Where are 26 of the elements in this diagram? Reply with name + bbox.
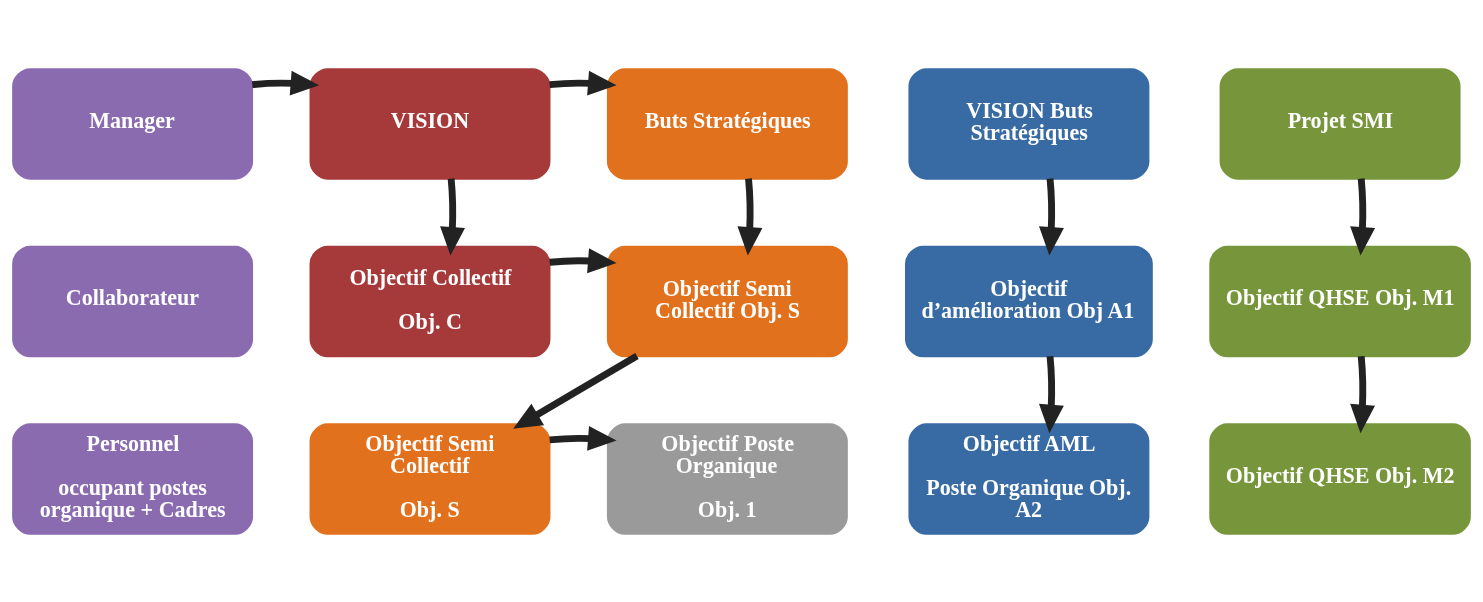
node-box: Objectif Collectif Obj. C (309, 245, 551, 357)
node-box: Buts Stratégiques (606, 67, 848, 180)
node-box: VISION Buts Stratégiques (908, 67, 1150, 180)
node-box: Objectif QHSE Obj. M1 (1209, 245, 1471, 357)
node-box: Objectif Semi Collectif Obj. S (309, 422, 551, 535)
arrow (440, 177, 465, 256)
arrow (1350, 355, 1376, 433)
node-box: Manager (12, 67, 254, 180)
arrow (1039, 355, 1064, 433)
arrow (1350, 177, 1376, 256)
arrow (737, 177, 763, 256)
arrow (513, 352, 639, 429)
node-box: VISION (309, 67, 551, 180)
arrow (1039, 177, 1064, 256)
node-box: Objectif AML Poste Organique Obj. A2 (908, 422, 1150, 535)
arrow (549, 70, 617, 96)
arrow (549, 425, 617, 451)
node-box: Projet SMI (1219, 67, 1461, 180)
node-box: Objectif Semi Collectif Obj. S (606, 245, 848, 357)
arrow (549, 247, 617, 273)
node-box: Objectif Poste Organique Obj. 1 (606, 422, 848, 535)
node-box: Collaborateur (12, 245, 254, 357)
node-box: Objectif QHSE Obj. M2 (1209, 422, 1471, 535)
node-box: Personnel occupant postes organique + Cadres (12, 422, 254, 535)
arrow (251, 70, 320, 96)
node-box: Objectif d’amélioration Obj A1 (905, 245, 1153, 357)
